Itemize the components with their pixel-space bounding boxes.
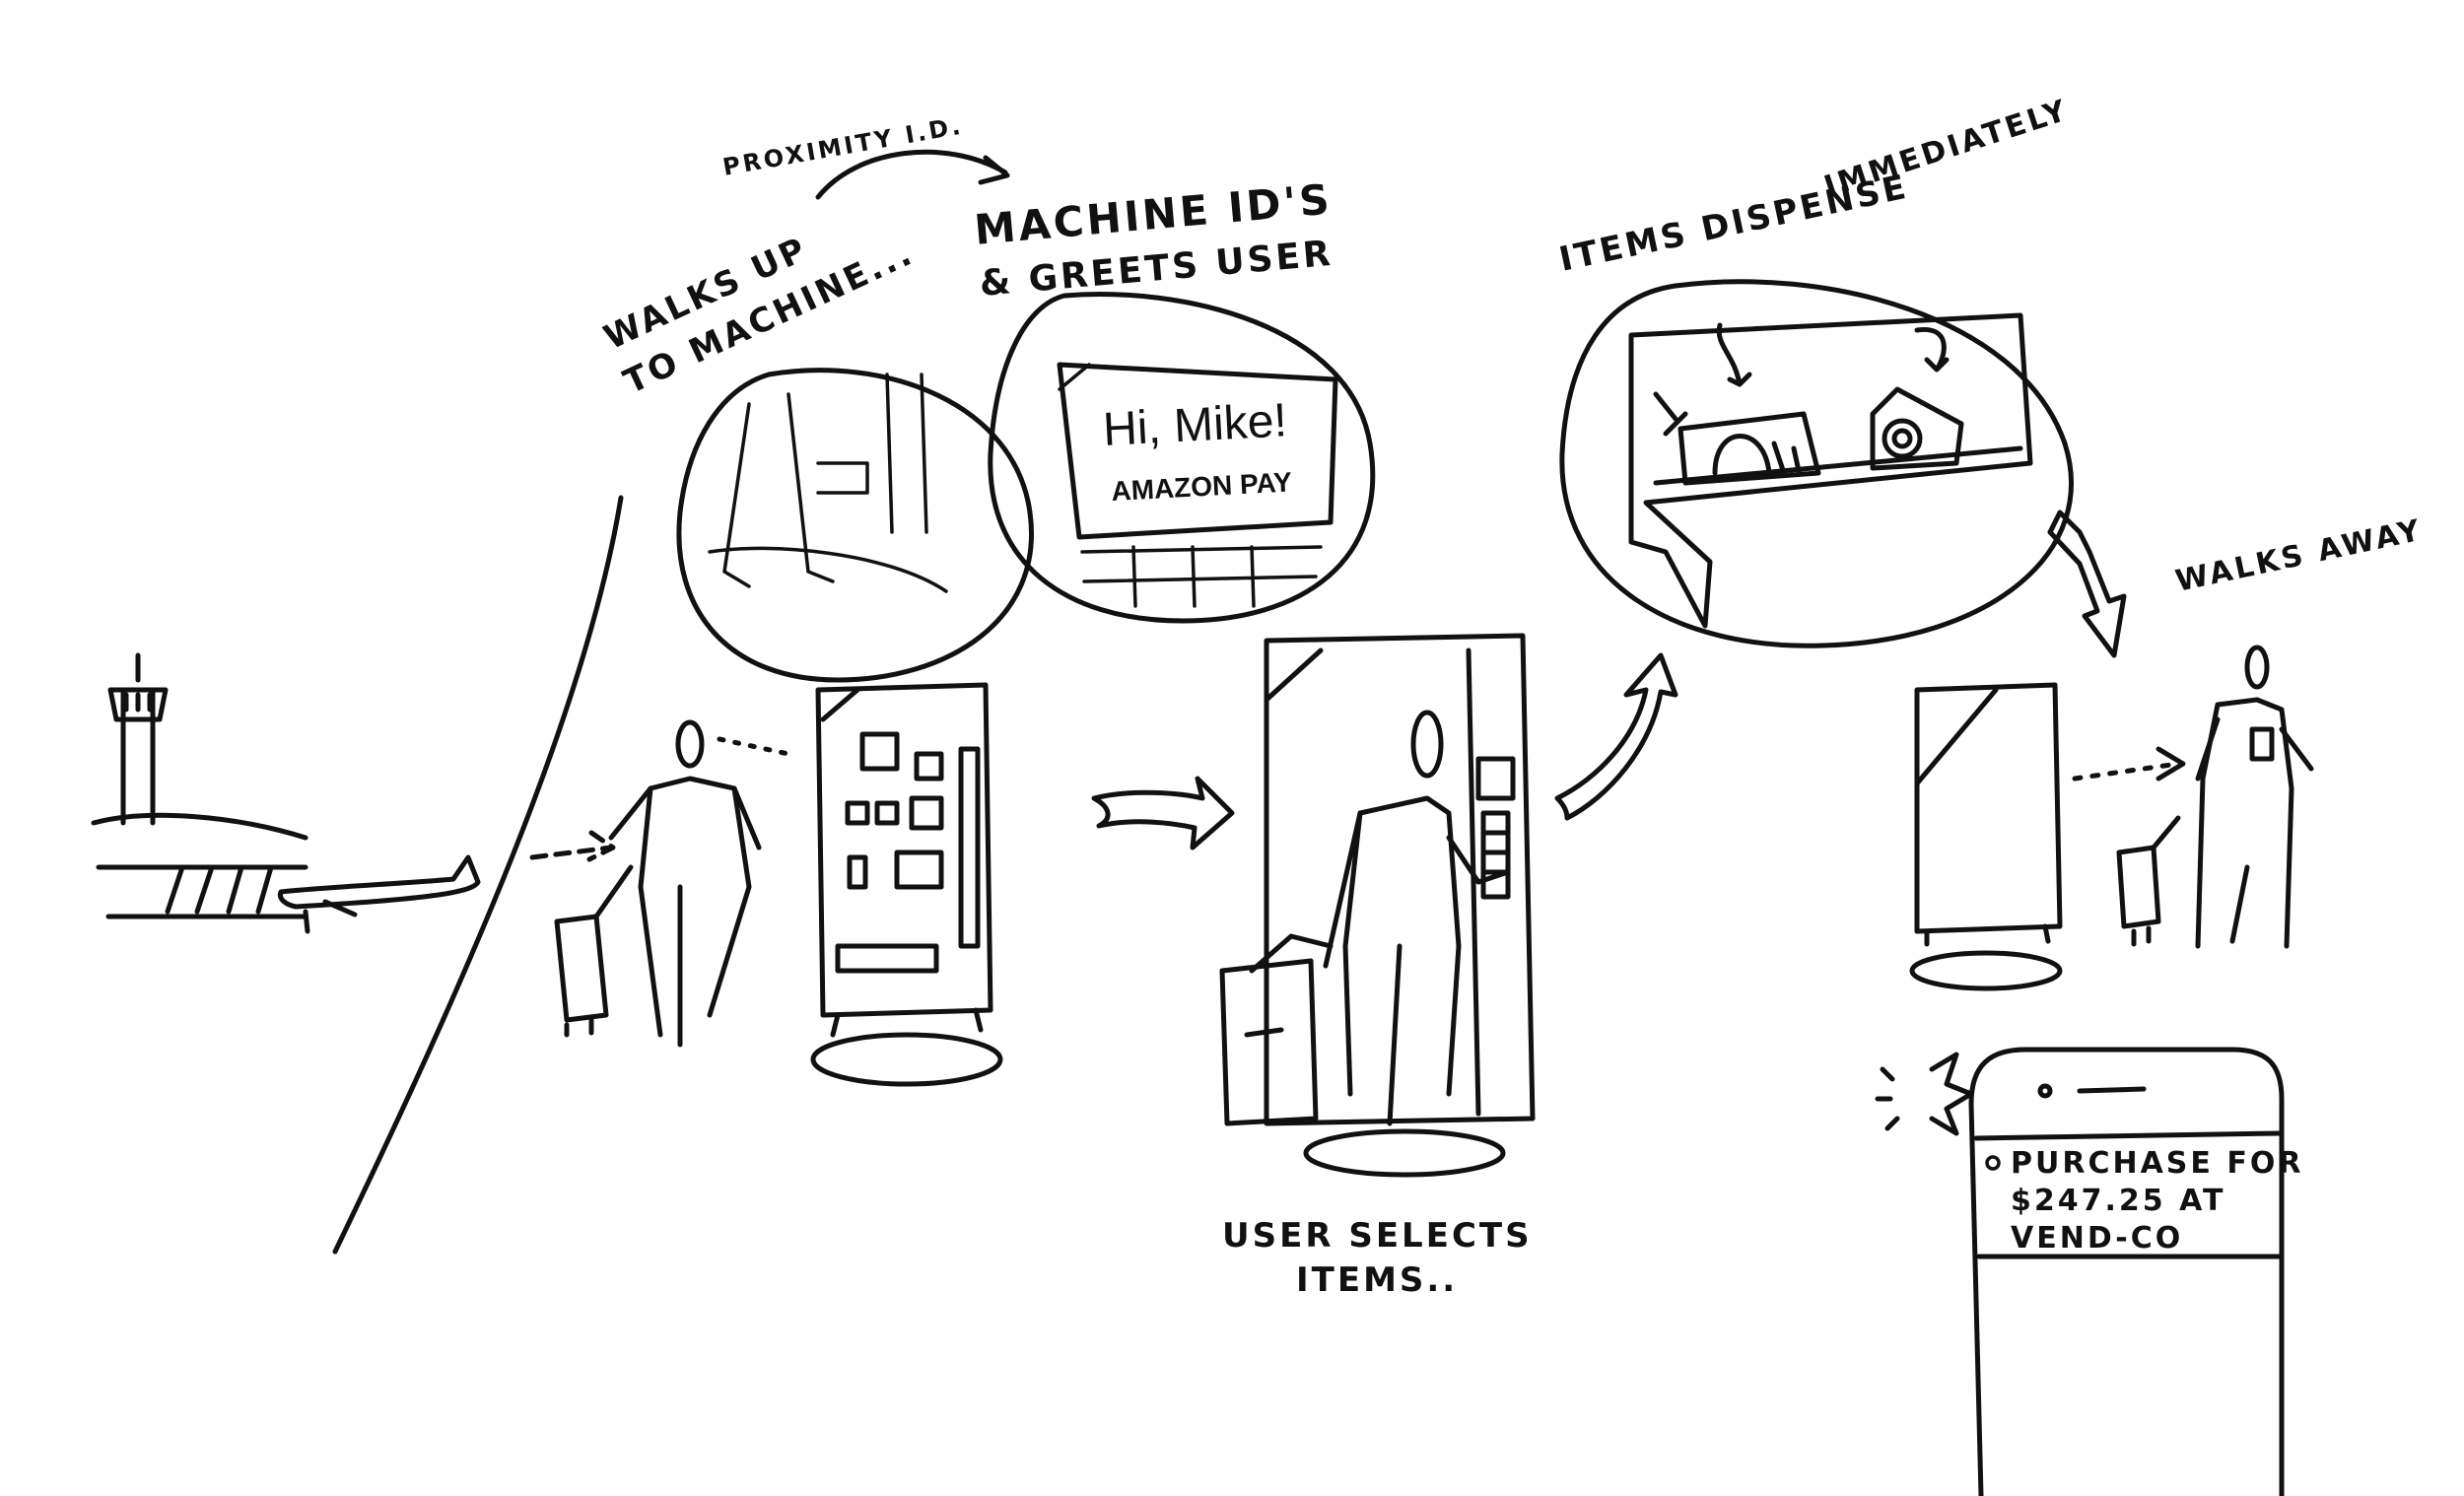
walks-away-label: WALKS AWAY	[2172, 513, 2426, 599]
amazon-pay-label: AMAZON PAY	[1111, 466, 1293, 507]
notification-line3: VEND-CO	[2011, 1221, 2183, 1256]
purchase-notification: PURCHASE FOR $247.25 AT VEND-CO	[1985, 1146, 2303, 1256]
user-selects-line1: USER SELECTS	[1222, 1216, 1533, 1256]
vending-machine-icon	[810, 682, 1003, 1087]
vending-machine-front	[1264, 633, 1536, 1126]
curved-arrow-icon	[1554, 652, 1678, 821]
annotation-walks-away: WALKS AWAY	[2172, 513, 2426, 599]
greeting-text: Hi, Mike!	[1102, 394, 1288, 456]
down-arrow-icon	[2047, 510, 2127, 658]
dashed-arrow-icon	[529, 830, 616, 862]
scene-divider-line	[332, 495, 624, 1255]
dotted-gaze-line	[717, 736, 791, 757]
airplane-icon	[277, 854, 481, 934]
greeting-screen: Hi, Mike! AMAZON PAY	[1057, 362, 1338, 608]
vending-machine-icon	[1909, 682, 2063, 991]
annotation-user-selects: USER SELECTS ITEMS..	[1222, 1216, 1533, 1300]
traveler-icon	[2195, 645, 2314, 949]
user-selects-line2: ITEMS..	[1296, 1260, 1458, 1300]
items-dispense-line2: IMMEDIATELY	[1820, 93, 2074, 204]
zoom-bubble-feet	[676, 368, 1034, 683]
annotation-machine-ids: MACHINE ID'S & GREETS USER	[973, 174, 1335, 305]
traveler-icon	[1303, 710, 1511, 1178]
zoom-bubble-greeting: Hi, Mike! AMAZON PAY	[988, 292, 1376, 624]
suitcase-icon	[554, 864, 634, 1038]
notification-line1: PURCHASE FOR	[2011, 1146, 2303, 1181]
annotation-items-dispense: ITEMS DISPENSE IMMEDIATELY	[1556, 93, 2074, 279]
smartphone-icon: PURCHASE FOR $247.25 AT VEND-CO	[1968, 1047, 2303, 1496]
terminal-building	[91, 812, 308, 919]
proximity-label: PROXIMITY I.D.	[720, 111, 965, 180]
sparkle-burst-icon	[1875, 1052, 1974, 1136]
notification-line2: $247.25 AT	[2011, 1184, 2225, 1218]
airport-tower-icon	[107, 652, 169, 826]
traveler-icon	[608, 719, 762, 1048]
flow-arrow-icon	[1091, 776, 1235, 850]
proximity-arrow-icon	[815, 149, 1010, 200]
annotation-proximity: PROXIMITY I.D.	[720, 111, 1010, 200]
dotted-arrow-icon	[2072, 761, 2181, 782]
arrow-head	[2156, 746, 2186, 782]
suitcase-icon	[1219, 933, 1334, 1126]
suitcase-icon	[2116, 815, 2181, 947]
zoom-bubble-dispense	[1559, 279, 2074, 648]
